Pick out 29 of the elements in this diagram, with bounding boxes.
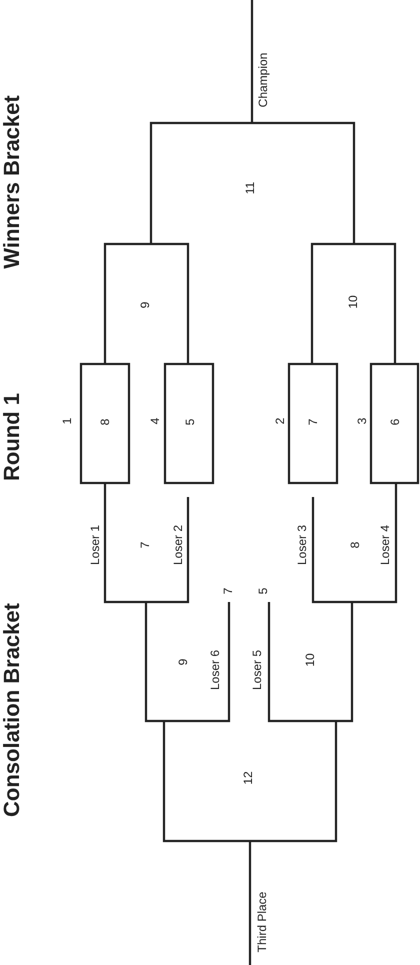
entry-label: Loser 6 [209, 650, 221, 690]
match-number: 12 [242, 771, 254, 785]
section-heading: Winners Bracket [1, 95, 23, 269]
match-number: 9 [139, 302, 151, 308]
match-number: 10 [347, 295, 359, 309]
seed-number: 2 [274, 418, 286, 424]
seed-number: 6 [389, 418, 401, 426]
entry-label: Loser 2 [172, 524, 184, 566]
entry-label: Loser 4 [379, 524, 391, 566]
section-heading: Round 1 [1, 393, 23, 481]
match-number: 10 [304, 653, 316, 667]
match-number: 5 [257, 588, 269, 594]
section-heading: Consolation Bracket [1, 603, 23, 817]
seed-number: 4 [149, 418, 161, 424]
seed-number: 1 [61, 418, 73, 424]
match-number: 8 [349, 542, 361, 548]
entry-label: Loser 3 [296, 524, 308, 566]
seed-number: 3 [356, 418, 368, 424]
match-number: 7 [139, 542, 151, 548]
result-label: Champion [257, 52, 269, 108]
seed-number: 8 [99, 418, 111, 426]
match-number: 9 [177, 658, 189, 666]
result-label: Third Place [256, 892, 268, 952]
match-number: 11 [244, 182, 256, 194]
match-number: 7 [222, 588, 234, 594]
seed-number: 5 [184, 418, 196, 426]
entry-label: Loser 5 [251, 650, 263, 690]
entry-label: Loser 1 [89, 524, 101, 566]
seed-number: 7 [307, 418, 319, 426]
